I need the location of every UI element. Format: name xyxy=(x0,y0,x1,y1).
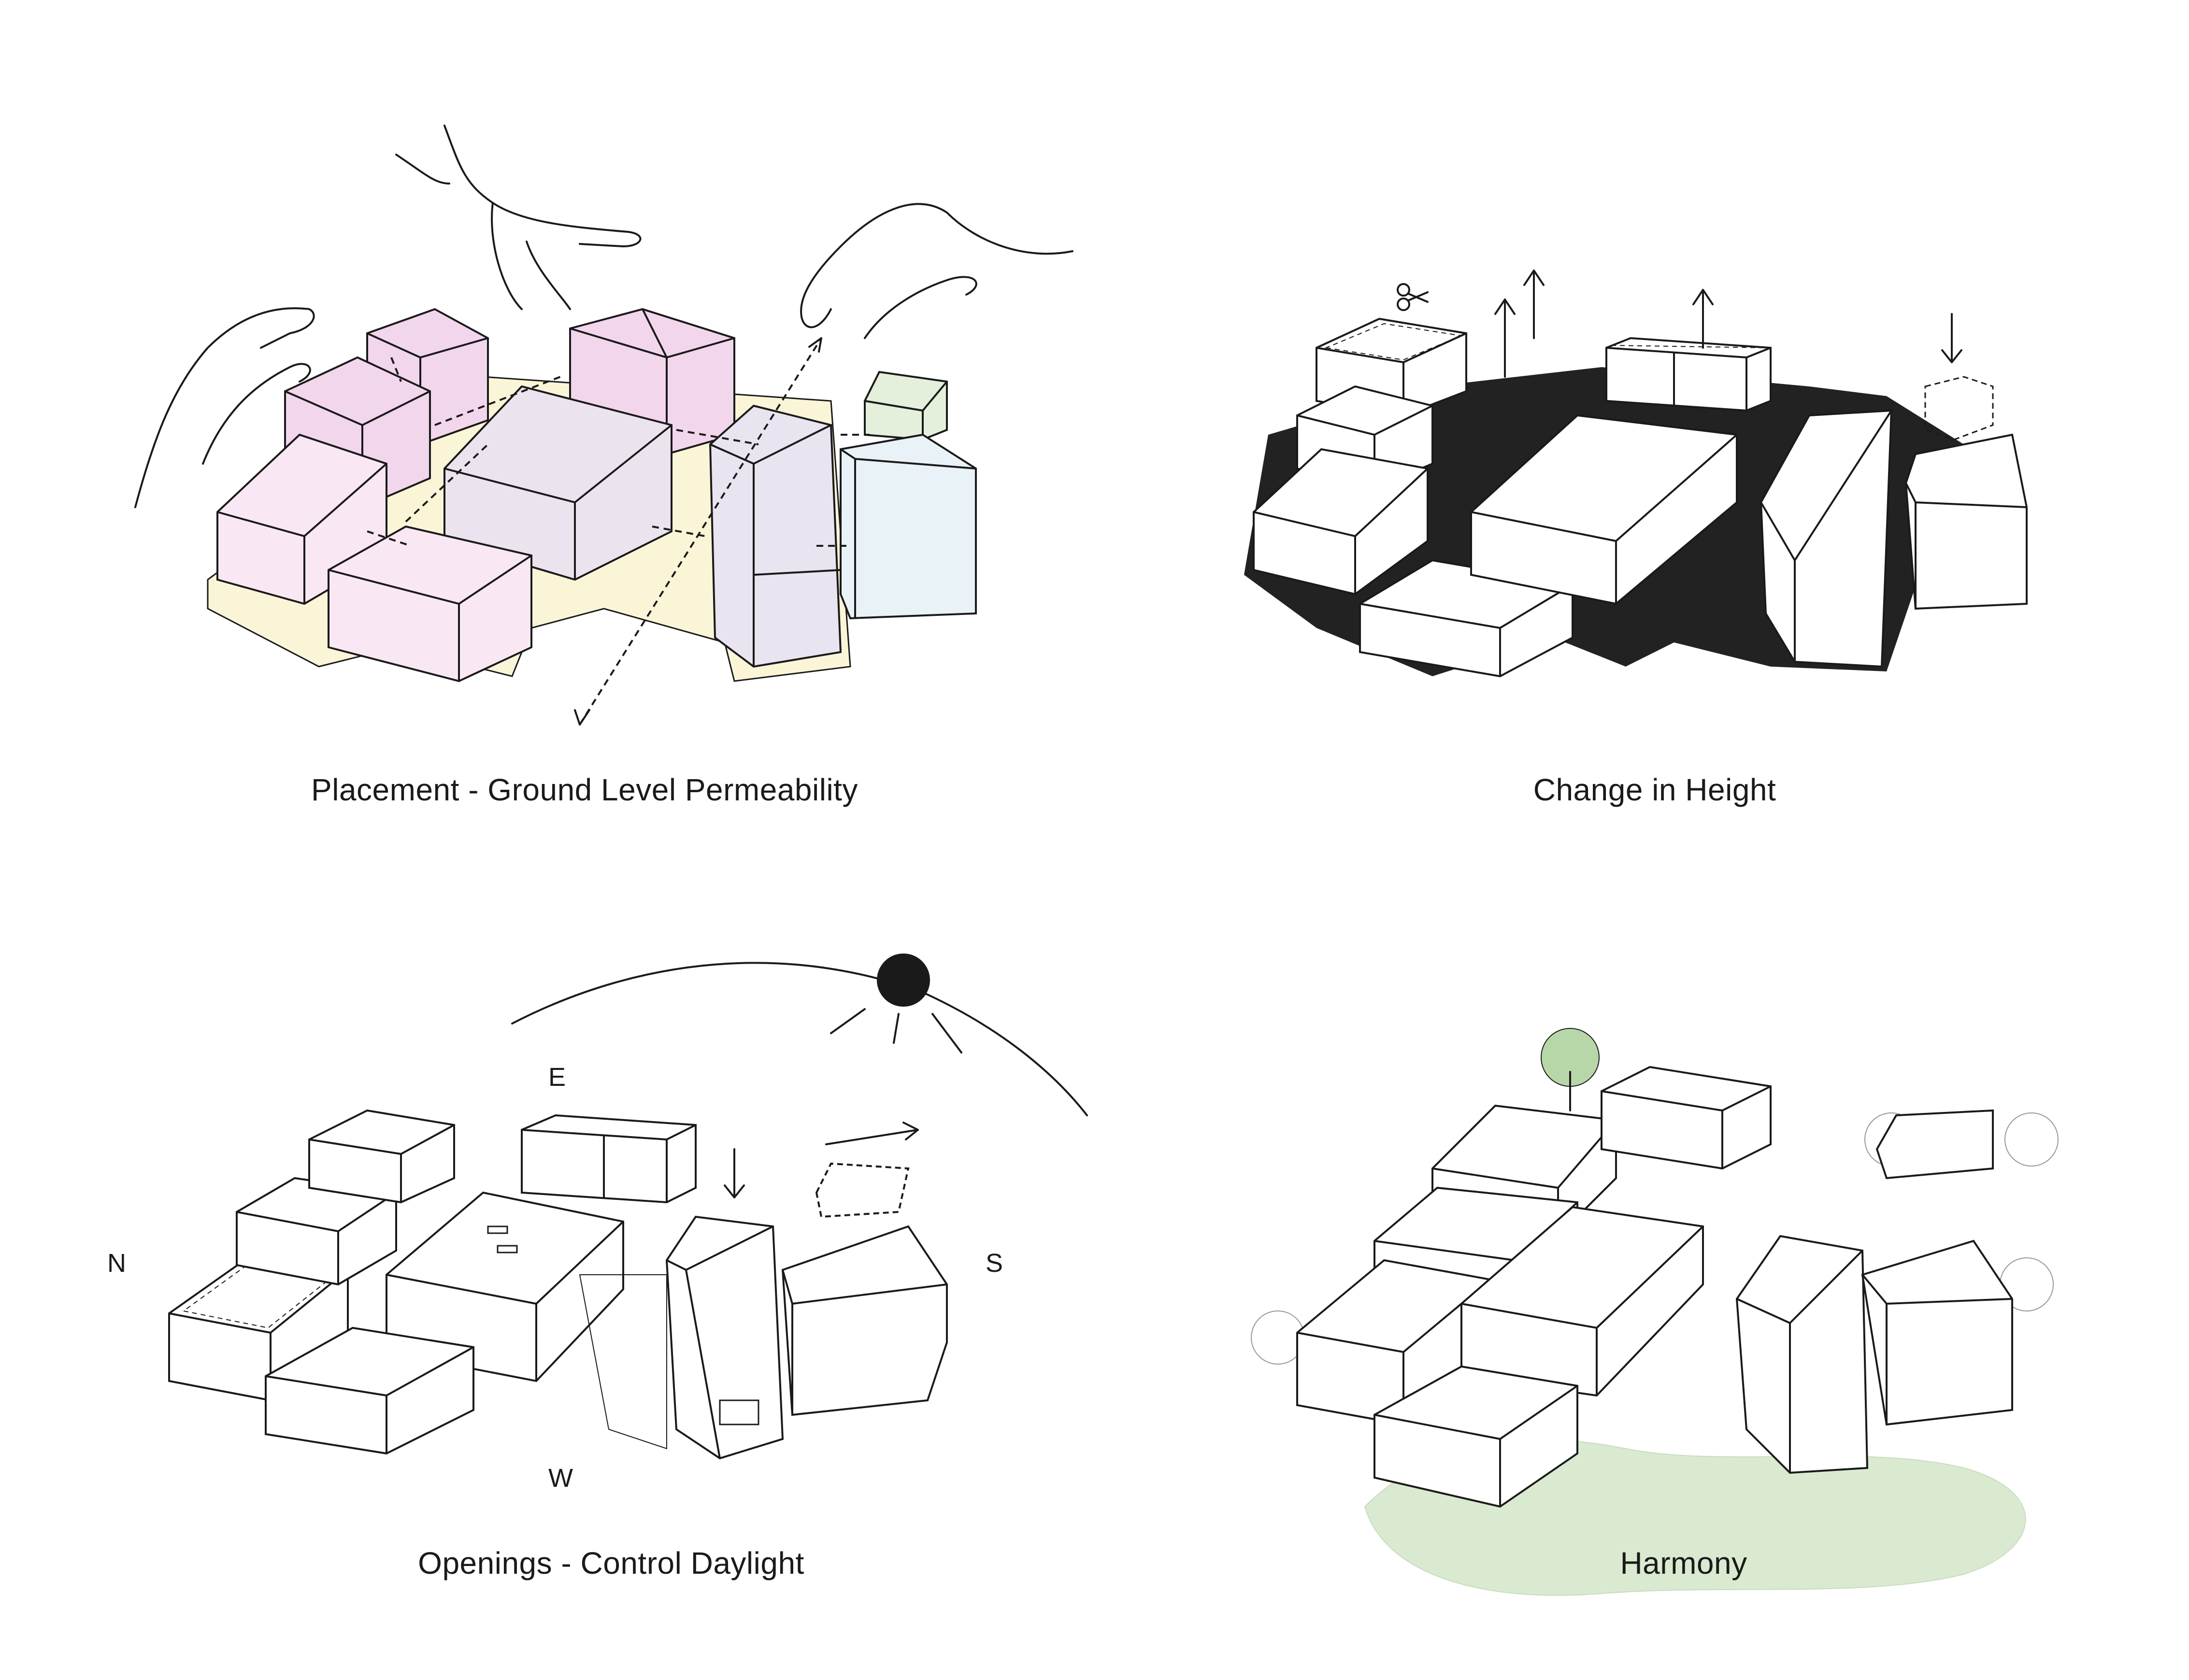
house-south xyxy=(783,1226,947,1415)
arrow-up-icon xyxy=(1693,290,1713,348)
hand-icon xyxy=(801,204,1073,338)
house-southeast-roof xyxy=(816,1164,908,1217)
compass-north: N xyxy=(107,1248,126,1278)
panel-harmony: Harmony xyxy=(1094,840,2189,1680)
compass-east: E xyxy=(548,1062,566,1092)
lavender-block-tall xyxy=(710,406,841,667)
caption-openings: Openings - Control Daylight xyxy=(418,1545,804,1581)
tree-icon xyxy=(1541,1028,1599,1111)
compass-south: S xyxy=(986,1248,1003,1278)
panel-height: Change in Height xyxy=(1094,0,2189,821)
panel-placement: Placement - Ground Level Permeability xyxy=(0,0,1094,821)
caption-placement: Placement - Ground Level Permeability xyxy=(311,772,858,808)
house-tall xyxy=(667,1217,783,1458)
house-east xyxy=(522,1115,696,1202)
compass-west: W xyxy=(548,1463,573,1493)
arrow-down-icon xyxy=(725,1149,744,1197)
house-east xyxy=(1602,1067,1771,1168)
panel-openings: E W N S Openings - Control Daylight xyxy=(0,840,1094,1680)
arrow-up-icon xyxy=(1495,299,1515,377)
sun-path xyxy=(512,963,1087,1115)
block-right xyxy=(1906,435,2027,609)
caption-height: Change in Height xyxy=(1533,772,1776,808)
height-diagram xyxy=(1094,0,2189,821)
hand-icon xyxy=(396,126,640,309)
placement-diagram xyxy=(0,0,1094,821)
blue-block xyxy=(841,435,976,618)
house-south xyxy=(1862,1241,2012,1424)
house-tall xyxy=(1737,1236,1867,1473)
caption-harmony: Harmony xyxy=(1620,1545,1747,1581)
sun-icon xyxy=(831,954,961,1053)
scissors-icon xyxy=(1398,284,1428,310)
house-north-back xyxy=(309,1111,454,1202)
house-southeast xyxy=(1877,1111,1993,1178)
green-block xyxy=(865,372,947,440)
arrow-down-icon xyxy=(1942,314,1961,362)
block-back-center xyxy=(1606,338,1771,411)
arrow-right-icon xyxy=(826,1123,918,1144)
arrow-up-icon xyxy=(1524,271,1544,338)
